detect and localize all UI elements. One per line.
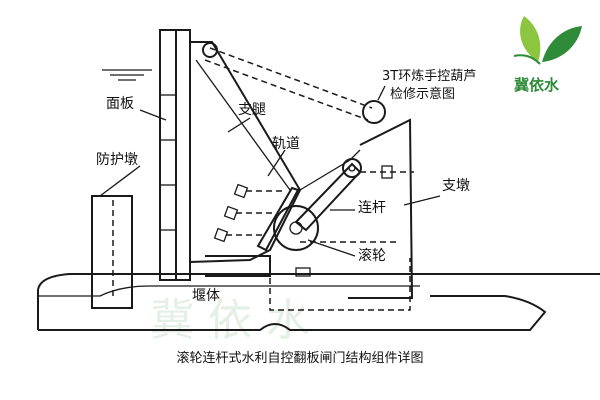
- leader-lines: [99, 85, 441, 257]
- gate-leg-frame: [189, 41, 302, 263]
- label-panel: 面板: [106, 96, 134, 112]
- gate-panel: [159, 29, 177, 281]
- label-weir-body: 堰体: [192, 288, 220, 304]
- label-link-rod: 连杆: [358, 200, 386, 216]
- leg-bolts: [213, 183, 282, 243]
- weir-body-outline: [37, 273, 600, 331]
- hoist-chain-bottom: [204, 59, 369, 121]
- foundation-dashed: [269, 258, 411, 311]
- hoist-chain-top: [209, 47, 373, 109]
- roller-wheel-icon: [273, 205, 319, 251]
- label-hoist: 3T环炼手控葫芦: [382, 69, 476, 84]
- logo-leaf-left-icon: [520, 16, 541, 62]
- label-leg: 支腿: [238, 102, 266, 118]
- link-pivot-center: [348, 164, 356, 172]
- logo-leaf-right-icon: [542, 26, 582, 62]
- watermark-text: 冀 依 水: [150, 295, 310, 346]
- support-pier-bracket: [299, 149, 361, 191]
- diagram-caption: 滚轮连杆式水利自控翻板闸门结构组件详图: [176, 350, 423, 366]
- roller-axle-icon: [289, 221, 303, 235]
- hoist-pulley-icon: [362, 100, 386, 124]
- label-support-pier: 支墩: [442, 178, 470, 194]
- label-roller: 滚轮: [358, 247, 386, 264]
- top-pulley-icon: [202, 42, 218, 58]
- brand-logo: 冀依水: [513, 16, 582, 94]
- link-pivot-icon: [342, 158, 362, 178]
- weir-base-line: [38, 285, 420, 297]
- gate-leg-inner: [195, 59, 291, 191]
- gate-panel-back: [175, 29, 191, 281]
- support-bolts: [295, 165, 414, 277]
- label-hoist-sub: 检修示意图: [390, 86, 455, 102]
- support-pier-body: [348, 118, 414, 299]
- label-track: 轨道: [272, 136, 300, 152]
- guard-pier: [91, 195, 133, 309]
- base-block: [205, 255, 271, 277]
- logo-text: 冀依水: [514, 76, 560, 94]
- track-rail: [256, 186, 300, 252]
- label-guard-pier: 防护墩: [96, 152, 138, 168]
- water-level-icon: [102, 69, 152, 81]
